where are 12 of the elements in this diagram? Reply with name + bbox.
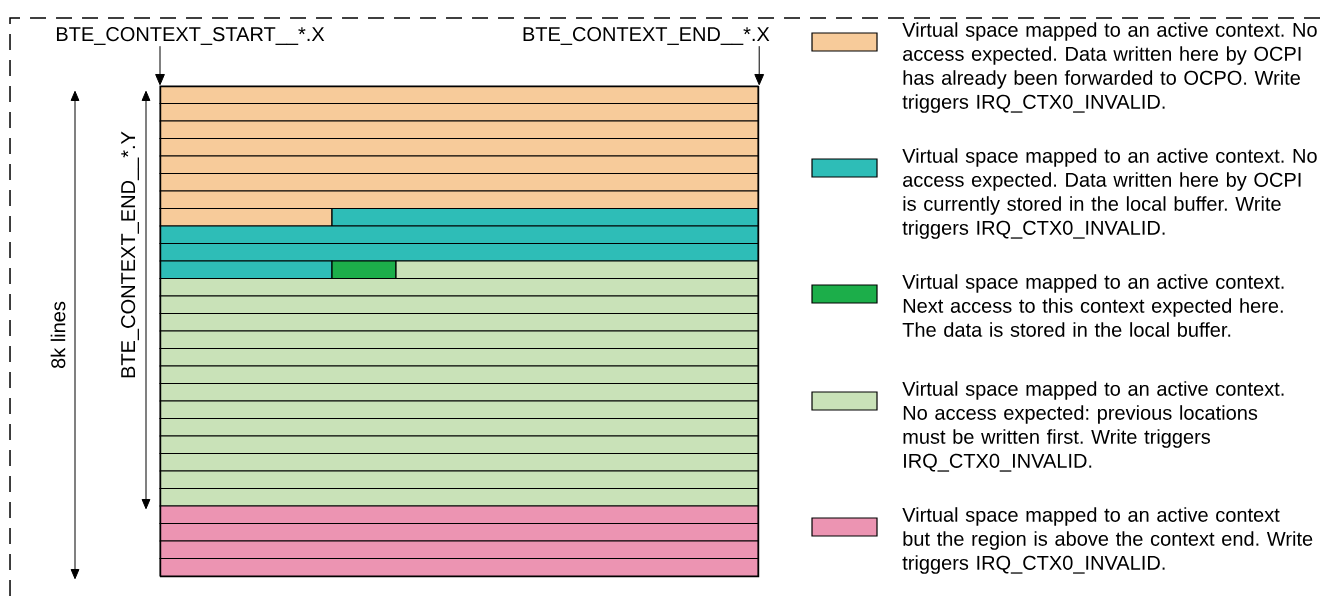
coordinate-label: BTE_CONTEXT_START__*.X — [57, 27, 325, 45]
legend-text: Virtual space mapped to an active context but the region is above the context end. Write triggers IRQ_CTX0_INVALID. — [902, 507, 1313, 574]
legend-text: Virtual space mapped to an active context. No access expected. Data written here by OCPI is currently stored in the local buffer. Write triggers IRQ_CTX0_INVALID. — [902, 148, 1317, 239]
dimension-label: BTE_CONTEXT_END__*.Y — [121, 131, 139, 378]
legend-text: Virtual space mapped to an active context. No access expected. Data written here by OCPI has already been forwarded to OCPO. Write triggers IRQ_CTX0_INVALID. — [902, 22, 1317, 113]
coordinate-label: BTE_CONTEXT_END__*.X — [523, 27, 770, 45]
arrow — [155, 45, 165, 86]
dimension-label: 8k lines — [50, 301, 66, 369]
memory-map-drawing — [159, 85, 760, 578]
arrow — [754, 45, 765, 86]
legend-text: Virtual space mapped to an active context. Next access to this context expected here. The data is stored in the local buffer. — [902, 274, 1284, 337]
legend-text: Virtual space mapped to an active context. No access expected: previous locations must be written first. Write triggers IRQ_CTX0_INVALID. — [902, 381, 1284, 472]
